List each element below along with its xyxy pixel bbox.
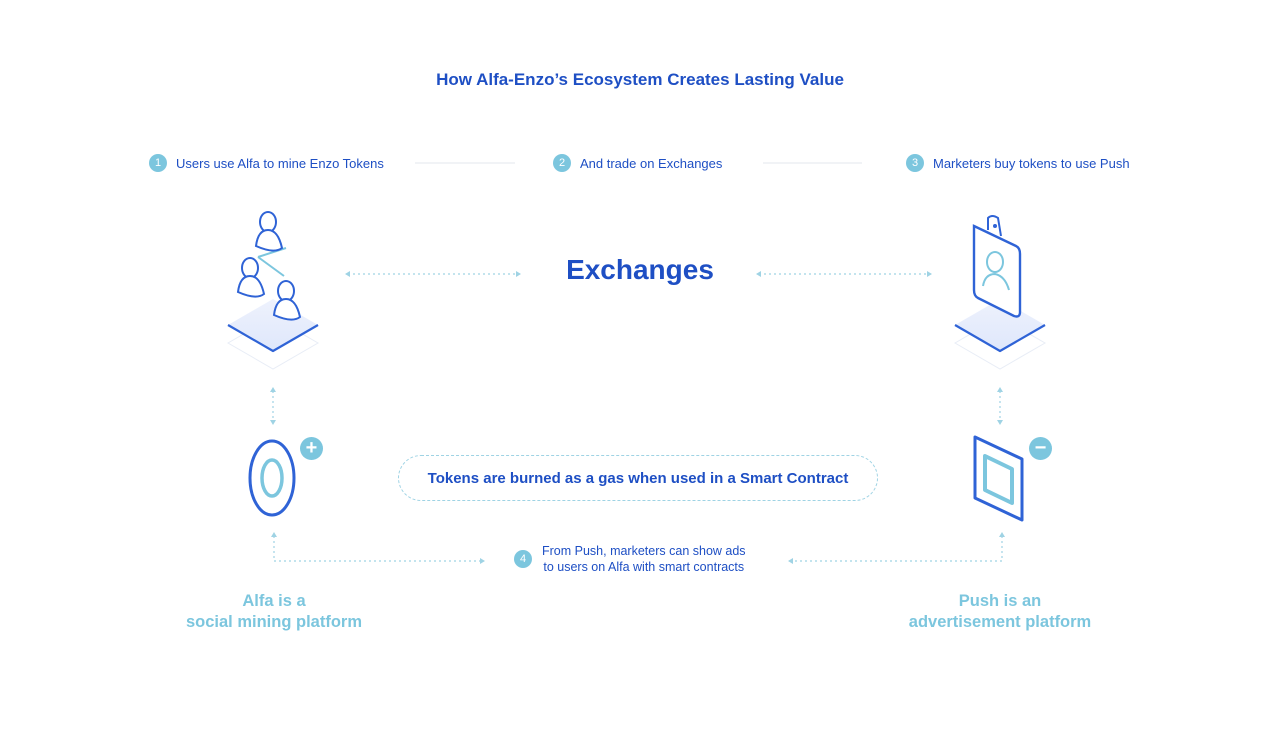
step-2: 2 And trade on Exchanges — [553, 154, 722, 172]
alfa-line-2: social mining platform — [185, 613, 363, 631]
enzo-token-coin-icon — [248, 439, 296, 517]
step-4: 4 From Push, marketers can show ads to u… — [514, 543, 746, 575]
step-2-number: 2 — [553, 154, 571, 172]
step-3-number: 3 — [906, 154, 924, 172]
push-platform-label: Push is an advertisement platform — [890, 591, 1110, 633]
alfa-platform-label: Alfa is a social mining platform — [164, 591, 384, 633]
arrow-marketer-push — [997, 387, 1003, 425]
burn-info-pill: Tokens are burned as a gas when used in … — [398, 455, 878, 501]
step-4-line-1: From Push, marketers can show ads — [542, 544, 746, 558]
step-1-label: Users use Alfa to mine Enzo Tokens — [176, 155, 384, 171]
arrow-exchanges-push — [756, 271, 932, 277]
arrow-alfa-exchanges — [345, 271, 521, 277]
push-line-2: advertisement platform — [908, 613, 1092, 631]
step-2-label: And trade on Exchanges — [580, 155, 723, 171]
step-3-label: Marketers buy tokens to use Push — [933, 155, 1130, 171]
arrow-users-alfa — [270, 387, 276, 425]
exchanges-label: Exchanges — [566, 254, 714, 285]
plus-icon: + — [300, 437, 323, 460]
step-4-number: 4 — [514, 550, 532, 568]
step-3: 3 Marketers buy tokens to use Push — [906, 154, 1130, 172]
step-1: 1 Users use Alfa to mine Enzo Tokens — [149, 154, 384, 172]
users-group-icon — [227, 211, 319, 370]
diagram-title: How Alfa-Enzo’s Ecosystem Creates Lastin… — [436, 70, 844, 89]
arrow-push-to-alfa — [271, 532, 1005, 564]
alfa-line-1: Alfa is a — [242, 592, 306, 610]
step-4-line-2: to users on Alfa with smart contracts — [543, 560, 745, 574]
step-4-label: From Push, marketers can show ads to use… — [542, 543, 746, 575]
burn-label: Tokens are burned as a gas when used in … — [427, 469, 849, 487]
push-line-1: Push is an — [958, 592, 1042, 610]
minus-icon: − — [1029, 437, 1052, 460]
step-1-number: 1 — [149, 154, 167, 172]
token-square-icon — [973, 435, 1024, 522]
id-badge-icon — [954, 215, 1046, 370]
